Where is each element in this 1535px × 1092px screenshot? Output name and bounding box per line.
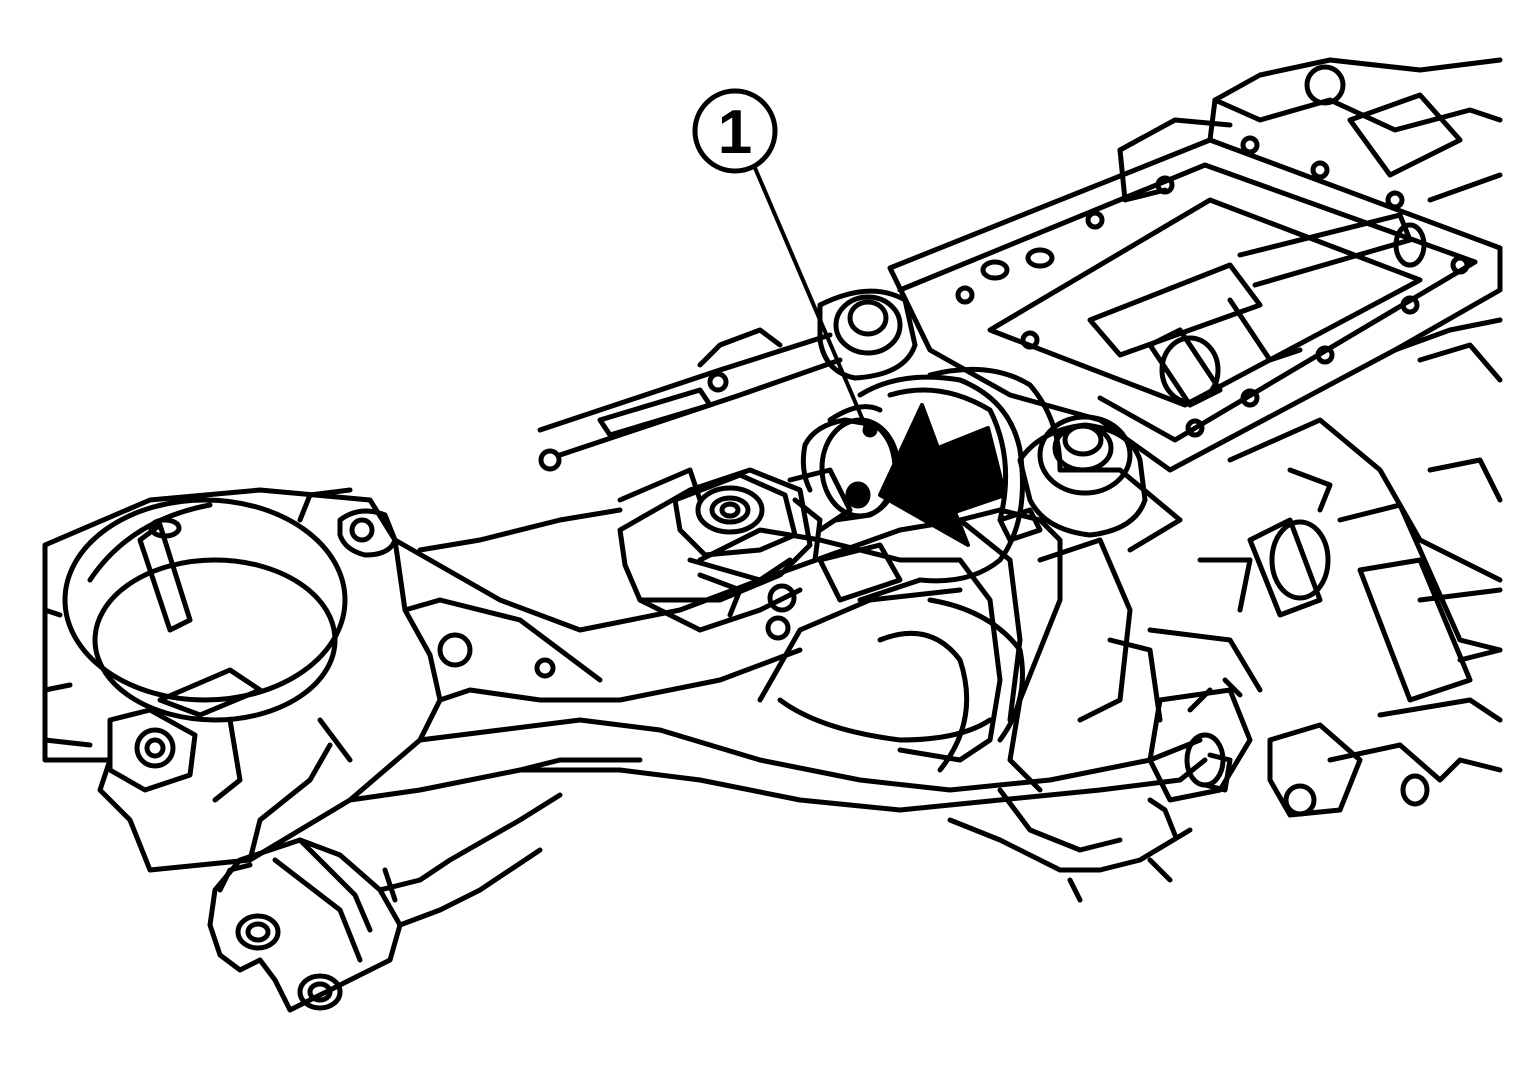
- knuckle-hub: [42, 487, 443, 873]
- callout-1: 1: [692, 88, 870, 434]
- upper-link: [417, 327, 843, 553]
- stabilizer-link-bracket: [207, 792, 563, 1013]
- direction-arrow: [878, 403, 1007, 547]
- callout-circle: [692, 88, 778, 174]
- lower-control-arm: [347, 507, 1253, 838]
- transmission-case: [1147, 417, 1503, 818]
- subframe-lower: [947, 637, 1193, 903]
- bushing-mount-lower: [997, 414, 1148, 543]
- leader-line: [753, 166, 870, 434]
- gear-housing: [887, 57, 1503, 473]
- tie-rod-yoke: [617, 467, 813, 641]
- install-direction-arrow: [878, 403, 1007, 547]
- bushing-mount-upper: [817, 288, 918, 381]
- shift-rod: [1087, 212, 1413, 408]
- callout-number: 1: [718, 98, 752, 167]
